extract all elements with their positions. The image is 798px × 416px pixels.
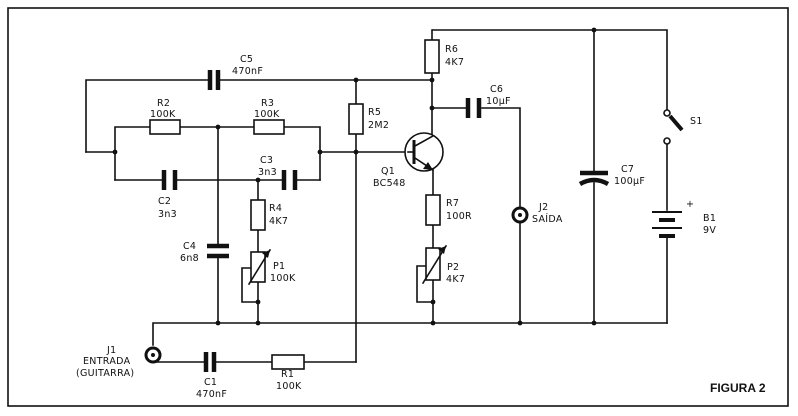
potentiometer-p1: P1 100K — [247, 248, 296, 286]
b1-polarity: + — [686, 199, 694, 210]
j1-line1: ENTRADA — [83, 356, 131, 367]
r4-name: R4 — [269, 203, 282, 214]
junction-dot — [255, 320, 261, 326]
jack-j2: J2 SAÍDA — [511, 202, 563, 225]
c7-name: C7 — [621, 164, 634, 175]
j2-name: J2 — [538, 202, 548, 213]
s1-name: S1 — [690, 116, 703, 127]
junction-dot — [317, 149, 323, 155]
c4-value: 6n8 — [180, 253, 199, 264]
junctions — [112, 27, 597, 326]
r5-name: R5 — [368, 107, 381, 118]
c1-name: C1 — [204, 377, 217, 388]
r3-name: R3 — [261, 98, 274, 109]
c6-name: C6 — [490, 84, 503, 95]
capacitor-c6: C6 10µF — [465, 84, 511, 118]
p1-value: 100K — [270, 273, 296, 284]
c1-value: 470nF — [196, 389, 227, 400]
q1-name: Q1 — [381, 166, 395, 177]
potentiometer-p2: P2 4K7 — [421, 244, 465, 285]
resistor-r2: R2 100K — [149, 98, 181, 135]
r3-value: 100K — [254, 109, 280, 120]
b1-value: 9V — [703, 225, 716, 236]
resistor-r1: R1 100K — [271, 354, 305, 392]
junction-dot — [429, 77, 435, 83]
c6-value: 10µF — [486, 96, 511, 107]
switch-s1: S1 — [663, 109, 703, 145]
c3-name: C3 — [260, 155, 273, 166]
transistor-q1: Q1 BC548 — [373, 132, 444, 189]
p1-name: P1 — [273, 261, 285, 272]
c2-value: 3n3 — [158, 209, 177, 220]
jack-j1: J1 ENTRADA (GUITARRA) — [76, 345, 162, 379]
junction-dot — [430, 299, 436, 305]
r1-value: 100K — [276, 381, 302, 392]
c5-value: 470nF — [232, 66, 263, 77]
r1-name: R1 — [281, 369, 294, 380]
c7-value: 100µF — [614, 176, 645, 187]
wires — [85, 29, 668, 363]
capacitor-c3: C3 3n3 — [258, 155, 298, 190]
junction-dot — [255, 299, 261, 305]
figure-label: FIGURA 2 — [710, 381, 766, 395]
r2-name: R2 — [157, 98, 170, 109]
junction-dot — [591, 27, 597, 33]
r7-value: 100R — [446, 211, 472, 222]
junction-dot — [591, 320, 597, 326]
resistor-r3: R3 100K — [253, 98, 285, 135]
r2-value: 100K — [150, 109, 176, 120]
j2-value: SAÍDA — [532, 213, 563, 225]
battery-b1: + B1 9V — [652, 199, 716, 238]
junction-dot — [517, 320, 523, 326]
r4-value: 4K7 — [269, 216, 288, 227]
capacitor-c2: C2 3n3 — [158, 170, 178, 220]
resistor-r5: R5 2M2 — [348, 103, 389, 135]
capacitor-c1: C1 470nF — [196, 352, 227, 400]
c5-name: C5 — [240, 54, 253, 65]
junction-dot — [215, 320, 221, 326]
junction-dot — [112, 149, 118, 155]
capacitor-c5: C5 470nF — [207, 54, 263, 90]
r6-name: R6 — [445, 44, 458, 55]
r5-value: 2M2 — [368, 120, 389, 131]
c3-value: 3n3 — [258, 167, 277, 178]
junction-dot — [215, 124, 221, 130]
junction-dot — [429, 105, 435, 111]
b1-name: B1 — [703, 213, 716, 224]
resistor-r7: R7 100R — [425, 194, 472, 226]
junction-dot — [255, 177, 261, 183]
q1-value: BC548 — [373, 178, 406, 189]
c4-name: C4 — [183, 241, 196, 252]
resistor-r4: R4 4K7 — [250, 199, 288, 231]
j1-name: J1 — [106, 345, 116, 356]
p2-name: P2 — [447, 262, 459, 273]
resistor-r6: R6 4K7 — [424, 39, 464, 74]
junction-dot — [353, 77, 359, 83]
r6-value: 4K7 — [445, 57, 464, 68]
p2-value: 4K7 — [446, 274, 465, 285]
capacitor-c7: C7 100µF — [578, 164, 645, 187]
r7-name: R7 — [446, 198, 459, 209]
junction-dot — [430, 320, 436, 326]
c2-name: C2 — [158, 196, 171, 207]
j1-line2: (GUITARRA) — [76, 368, 134, 379]
diagram-frame — [7, 7, 789, 407]
capacitor-c4: C4 6n8 — [180, 241, 229, 264]
junction-dot — [353, 149, 359, 155]
